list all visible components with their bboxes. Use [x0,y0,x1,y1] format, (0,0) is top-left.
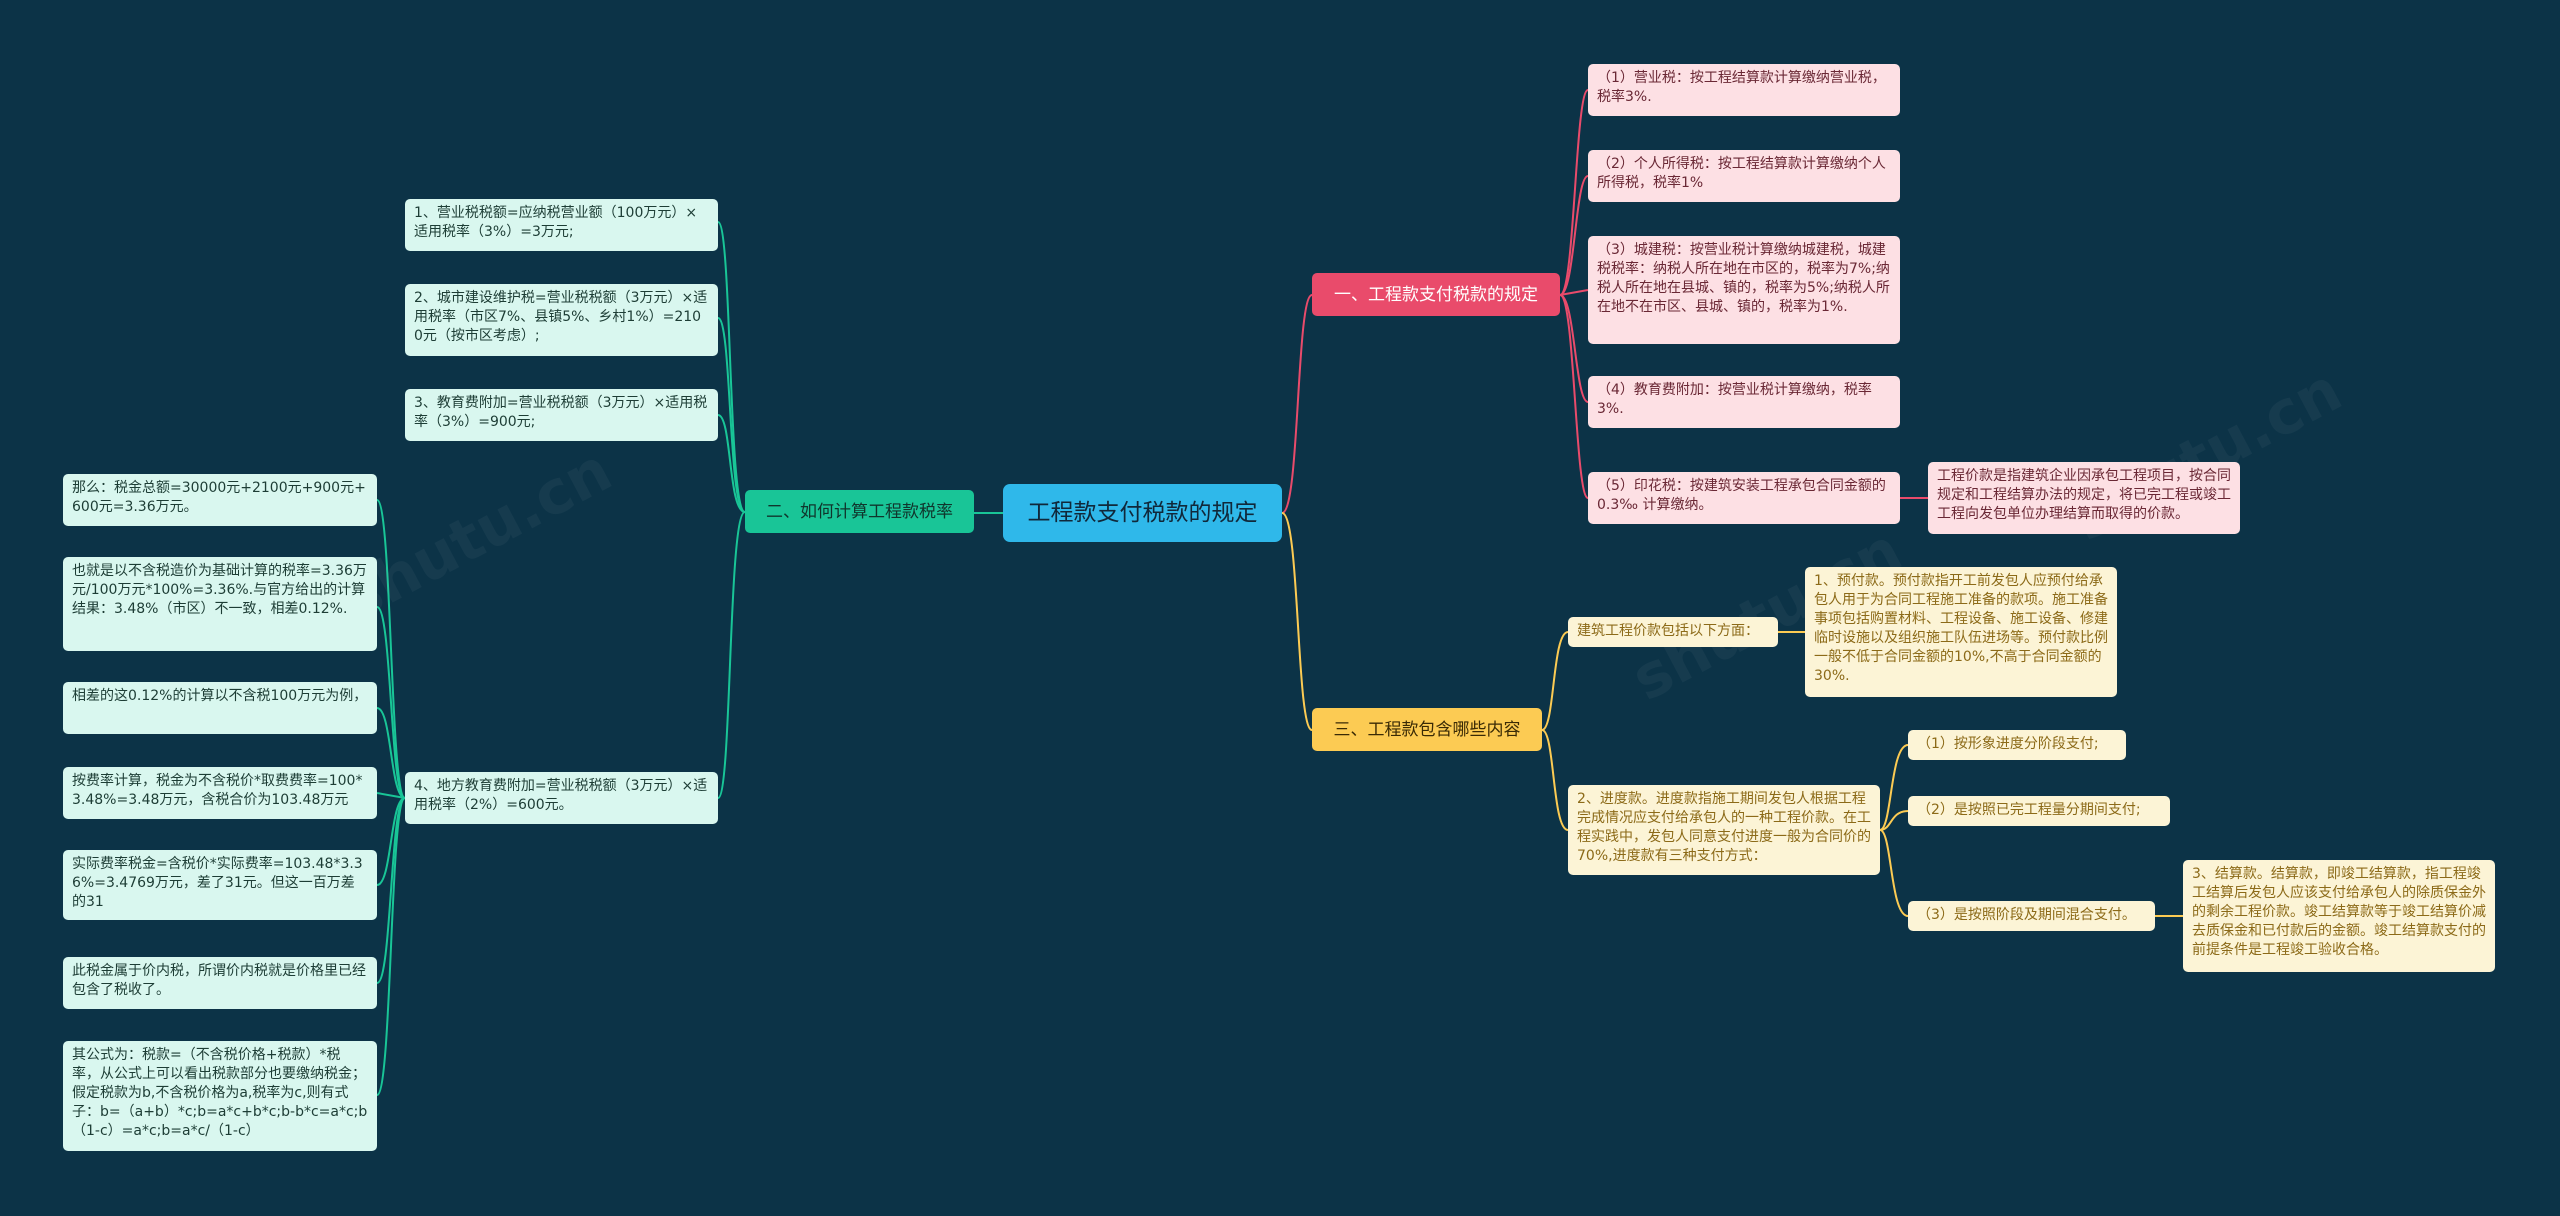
calc-education-surcharge[interactable]: 3、教育费附加=营业税税额（3万元）×适用税率（3%）=900元; [405,389,718,441]
payment-mode-by-quantity[interactable]: （2）是按照已完工程量分期间支付; [1908,796,2170,826]
branch-tax-rules[interactable]: 一、工程款支付税款的规定 [1312,273,1560,316]
branch-calc-tax-rate[interactable]: 二、如何计算工程款税率 [745,490,974,533]
branch-payment-contents[interactable]: 三、工程款包含哪些内容 [1312,708,1542,751]
calc-price-inclusive-tax[interactable]: 此税金属于价内税，所谓价内税就是价格里已经包含了税收了。 [63,957,377,1009]
project-price-definition[interactable]: 工程价款是指建筑企业因承包工程项目，按合同规定和工程结算办法的规定，将已完工程或… [1928,462,2240,534]
tax-item-urban-construction-tax[interactable]: （3）城建税：按营业税计算缴纳城建税，城建税税率：纳税人所在地在市区的，税率为7… [1588,236,1900,344]
calc-formula[interactable]: 其公式为：税款=（不含税价格+税款）*税率，从公式上可以看出税款部分也要缴纳税金… [63,1041,377,1151]
calc-urban-maintenance-tax[interactable]: 2、城市建设维护税=营业税税额（3万元）×适用税率（市区7%、县镇5%、乡村1%… [405,284,718,356]
calc-total-tax[interactable]: 那么：税金总额=30000元+2100元+900元+600元=3.36万元。 [63,474,377,526]
tax-item-stamp-duty[interactable]: （5）印花税：按建筑安装工程承包合同金额的 0.3‰ 计算缴纳。 [1588,472,1900,524]
root-topic[interactable]: 工程款支付税款的规定 [1003,484,1282,542]
payment-mode-by-progress[interactable]: （1）按形象进度分阶段支付; [1908,730,2126,760]
calc-difference-example[interactable]: 相差的这0.12%的计算以不含税100万元为例， [63,682,377,734]
progress-payment[interactable]: 2、进度款。进度款指施工期间发包人根据工程完成情况应支付给承包人的一种工程价款。… [1568,785,1880,875]
settlement-payment[interactable]: 3、结算款。结算款，即竣工结算款，指工程竣工结算后发包人应该支付给承包人的除质保… [2183,860,2495,972]
calc-tax-rate-comparison[interactable]: 也就是以不含税造价为基础计算的税率=3.36万元/100万元*100%=3.36… [63,557,377,651]
calc-by-fee-rate[interactable]: 按费率计算，税金为不含税价*取费费率=100*3.48%=3.48万元，含税合价… [63,767,377,819]
payment-mode-mixed[interactable]: （3）是按照阶段及期间混合支付。 [1908,901,2155,931]
calc-local-education-surcharge[interactable]: 4、地方教育费附加=营业税税额（3万元）×适用税率（2%）=600元。 [405,772,718,824]
calc-business-tax[interactable]: 1、营业税税额=应纳税营业额（100万元）×适用税率（3%）=3万元; [405,199,718,251]
calc-actual-rate[interactable]: 实际费率税金=含税价*实际费率=103.48*3.36%=3.4769万元，差了… [63,850,377,920]
price-includes-intro[interactable]: 建筑工程价款包括以下方面： [1568,617,1778,647]
tax-item-business-tax[interactable]: （1）营业税：按工程结算款计算缴纳营业税，税率3%. [1588,64,1900,116]
tax-item-income-tax[interactable]: （2）个人所得税：按工程结算款计算缴纳个人所得税，税率1% [1588,150,1900,202]
advance-payment[interactable]: 1、预付款。预付款指开工前发包人应预付给承包人用于为合同工程施工准备的款项。施工… [1805,567,2117,697]
tax-item-education-surcharge[interactable]: （4）教育费附加：按营业税计算缴纳，税率3%. [1588,376,1900,428]
